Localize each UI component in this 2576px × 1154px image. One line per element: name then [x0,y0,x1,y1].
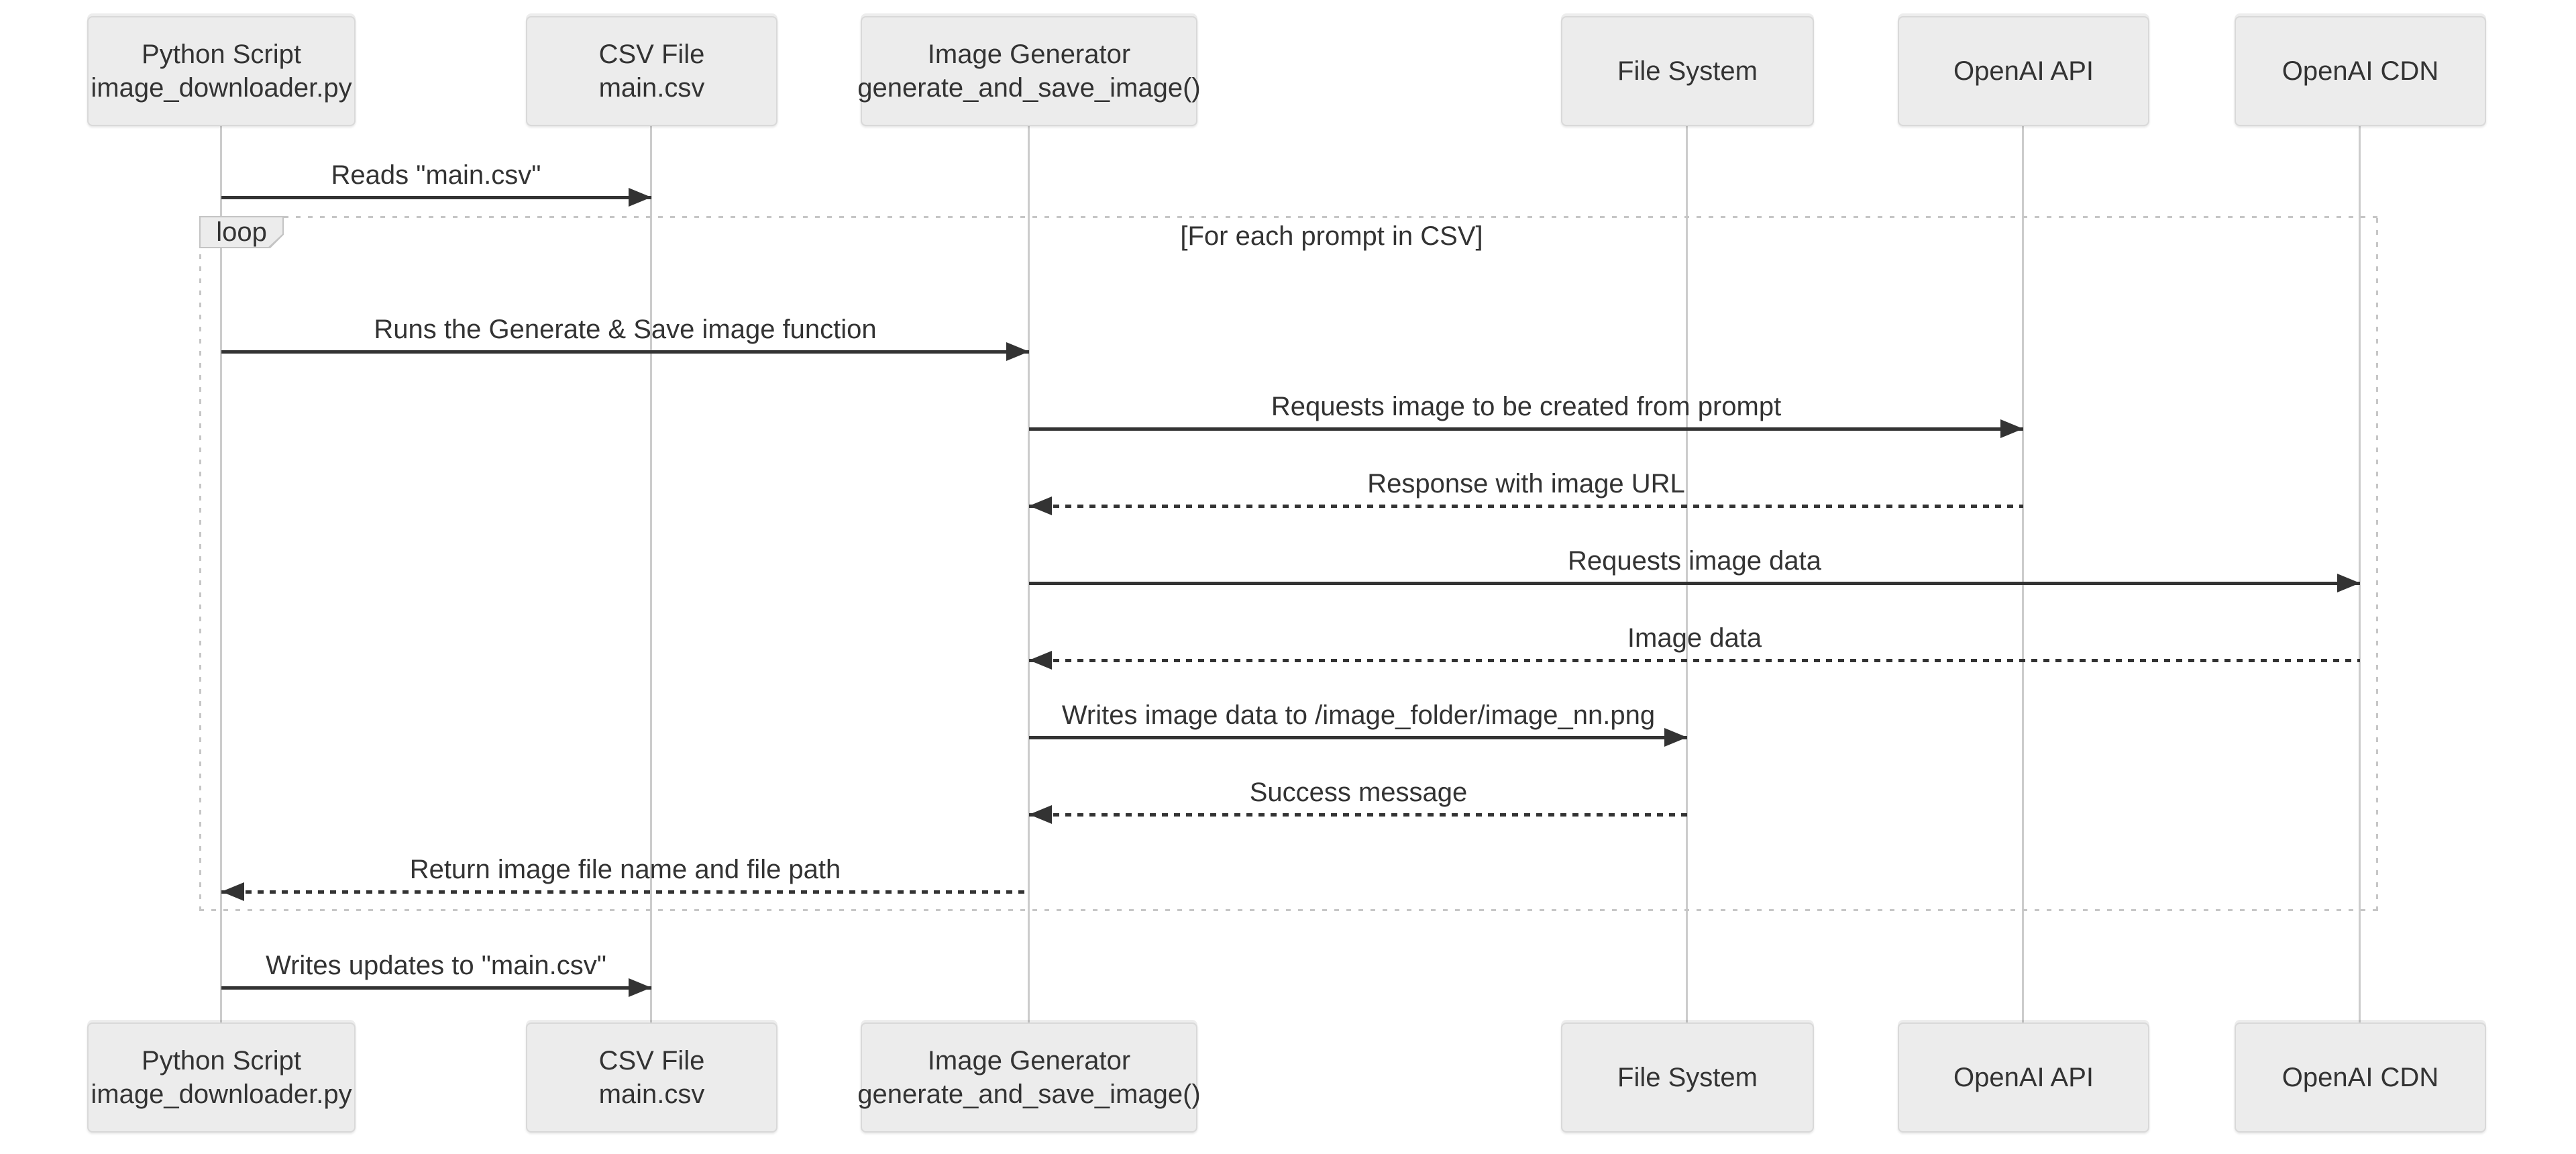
actor-label: OpenAI API [1953,1063,2094,1092]
actor-file-system-top: File System [1561,16,1814,126]
message-label: Return image file name and file path [409,855,841,884]
arrowhead-icon [2337,574,2360,592]
actor-label: OpenAI CDN [2282,1063,2439,1092]
message-line [221,350,1029,354]
message-label: Requests image data [1567,546,1821,576]
actor-label: OpenAI API [1953,56,2094,86]
message-line [221,196,651,199]
message-line [1029,736,1687,739]
arrowhead-icon [1029,651,1052,670]
message-line [1029,582,2360,585]
actor-label: generate_and_save_image() [857,73,1201,103]
message-line [1029,813,1687,817]
actor-label: Image Generator [927,1046,1131,1076]
actor-openai-api-top: OpenAI API [1898,16,2149,126]
actor-python-script-top: Python Script image_downloader.py [87,16,356,126]
actor-image-generator-bottom: Image Generator generate_and_save_image(… [857,1022,1201,1133]
actor-label: OpenAI CDN [2282,56,2439,86]
arrowhead-icon [1664,728,1687,747]
message-label: Reads "main.csv" [331,160,541,190]
message-label: Requests image to be created from prompt [1271,392,1782,421]
actor-openai-api-bottom: OpenAI API [1898,1022,2149,1133]
arrowhead-icon [221,882,244,901]
actor-python-script-bottom: Python Script image_downloader.py [87,1022,356,1133]
message-line [221,986,651,990]
actor-label: main.csv [598,1080,705,1109]
actor-label: File System [1617,56,1758,86]
message-label: Runs the Generate & Save image function [374,315,877,344]
message-label: Writes updates to "main.csv" [266,951,606,980]
loop-label: loop [201,217,282,247]
actor-label: File System [1617,1063,1758,1092]
message-line [221,890,1029,894]
message-line [1029,659,2360,662]
actor-label: image_downloader.py [91,1080,352,1109]
actor-label: generate_and_save_image() [857,1080,1201,1109]
actor-openai-cdn-bottom: OpenAI CDN [2235,1022,2486,1133]
arrowhead-icon [1029,805,1052,824]
message-label: Writes image data to /image_folder/image… [1061,700,1656,730]
actor-label: image_downloader.py [91,73,352,103]
message-label: Image data [1627,623,1762,653]
message-line [1029,505,2023,508]
loop-frame [199,216,2378,911]
arrowhead-icon [629,188,651,207]
actor-image-generator-top: Image Generator generate_and_save_image(… [857,16,1201,126]
actor-openai-cdn-top: OpenAI CDN [2235,16,2486,126]
arrowhead-icon [629,978,651,997]
actor-label: Python Script [142,40,301,69]
actor-label: CSV File [598,40,705,69]
arrowhead-icon [1006,342,1029,361]
actor-file-system-bottom: File System [1561,1022,1814,1133]
arrowhead-icon [2000,419,2023,438]
actor-label: Python Script [142,1046,301,1076]
arrowhead-icon [1029,496,1052,515]
actor-label: CSV File [598,1046,705,1076]
actor-label: Image Generator [927,40,1131,69]
actor-csv-file-top: CSV File main.csv [526,16,777,126]
loop-condition: [For each prompt in CSV] [1180,221,1483,251]
message-label: Success message [1249,778,1468,807]
message-line [1029,427,2023,431]
message-label: Response with image URL [1367,469,1685,499]
loop-label-tab: loop [199,216,284,248]
actor-csv-file-bottom: CSV File main.csv [526,1022,777,1133]
actor-label: main.csv [598,73,705,103]
